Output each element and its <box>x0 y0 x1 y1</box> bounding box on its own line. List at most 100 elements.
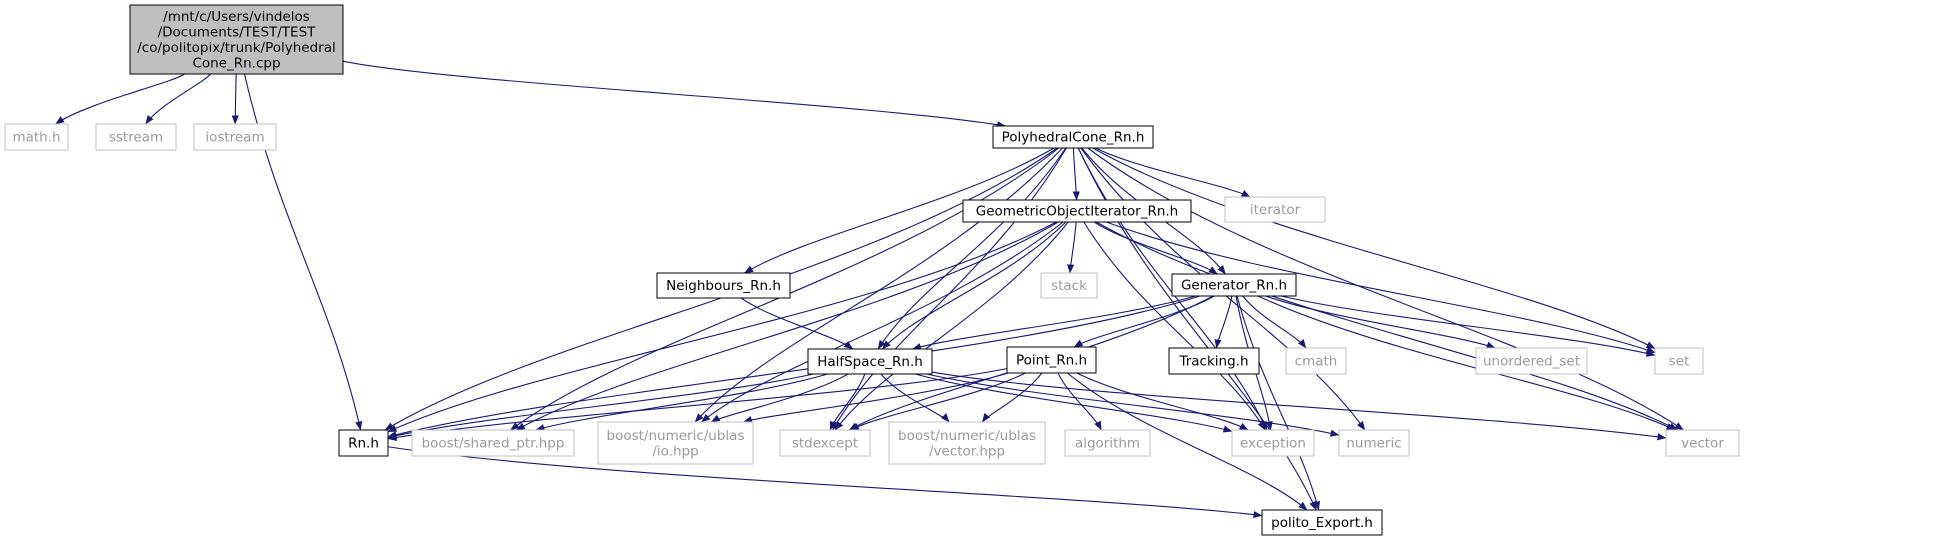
node-label: set <box>1669 354 1690 370</box>
edge-geometricobjectiterator_rn_h-to-boost_io <box>701 221 1064 423</box>
node-box <box>338 429 389 457</box>
node-math-h: math.h <box>4 123 69 151</box>
edge-root-to-iostream <box>231 73 239 125</box>
edge-generator_rn_h-to-rn_h <box>387 295 1201 439</box>
node-box <box>95 123 177 151</box>
node-box <box>1040 272 1098 299</box>
node-vector: vector <box>1665 429 1740 457</box>
node-generator-rn-h[interactable]: Generator_Rn.h <box>1171 273 1297 297</box>
node-label: Cone_Rn.cpp <box>192 55 280 71</box>
edge-polyhedralcone_rn_h-to-geometricobjectiterator_rn_h <box>1072 147 1080 201</box>
edge-polyhedralcone_rn_h-to-set <box>1092 147 1656 350</box>
edge-generator_rn_h-to-tracking_h <box>1214 295 1233 349</box>
node-label: Neighbours_Rn.h <box>666 278 781 294</box>
edge-polyhedralcone_rn_h-to-exception <box>1077 147 1268 431</box>
node-boost-io: boost/numeric/ublas/io.hpp <box>597 421 754 465</box>
node-box <box>1231 429 1315 457</box>
edge-halfspace_rn_h-to-rn_h <box>387 373 814 440</box>
node-root[interactable]: /mnt/c/Users/vindelos/Documents/TEST/TES… <box>129 4 344 75</box>
node-box <box>1064 429 1151 457</box>
node-box <box>193 123 277 151</box>
edges-layer <box>55 60 1684 519</box>
node-label: /io.hpp <box>652 443 698 459</box>
edge-polyhedralcone_rn_h-to-rn_h <box>384 147 1058 431</box>
node-box <box>1338 429 1410 457</box>
node-label: GeometricObjectIterator_Rn.h <box>976 204 1179 220</box>
edge-point_rn_h-to-stdexcept <box>849 372 1026 431</box>
node-boost-vector: boost/numeric/ublas/vector.hpp <box>888 421 1046 465</box>
edge-halfspace_rn_h-to-boost_vector <box>880 373 950 423</box>
node-box <box>1285 347 1347 375</box>
node-label: Rn.h <box>348 436 379 452</box>
edge-root-to-math_h <box>55 73 185 125</box>
node-box <box>411 429 575 457</box>
edge-point_rn_h-to-polito_export_h <box>1067 372 1308 511</box>
node-cmath: cmath <box>1285 347 1347 375</box>
edge-point_rn_h-to-rn_h <box>387 368 1008 441</box>
node-box <box>1171 273 1297 297</box>
node-label: boost/numeric/ublas <box>898 428 1036 444</box>
edge-generator_rn_h-to-polito_export_h <box>1236 295 1320 511</box>
edge-point_rn_h-to-exception <box>1076 372 1249 431</box>
node-label: math.h <box>12 130 60 146</box>
node-label: polito_Export.h <box>1271 515 1373 531</box>
edge-root-to-sstream <box>145 73 211 125</box>
edge-generator_rn_h-to-cmath <box>1242 295 1307 349</box>
node-label: cmath <box>1295 354 1338 370</box>
node-label: Generator_Rn.h <box>1181 278 1287 294</box>
node-halfspace-rn-h[interactable]: HalfSpace_Rn.h <box>807 348 933 375</box>
node-label: /Documents/TEST/TEST <box>158 24 317 40</box>
edge-geometricobjectiterator_rn_h-to-stdexcept <box>834 221 1069 431</box>
node-box <box>1261 509 1383 536</box>
node-algorithm: algorithm <box>1064 429 1151 457</box>
node-polito-export-h[interactable]: polito_Export.h <box>1261 509 1383 536</box>
node-label: stack <box>1051 278 1087 294</box>
node-iostream: iostream <box>193 123 277 151</box>
node-label: exception <box>1240 436 1306 452</box>
node-label: iostream <box>205 130 264 146</box>
node-numeric: numeric <box>1338 429 1410 457</box>
edge-geometricobjectiterator_rn_h-to-vector <box>1096 221 1678 431</box>
node-label: vector <box>1681 436 1724 452</box>
node-box <box>4 123 69 151</box>
edge-geometricobjectiterator_rn_h-to-stack <box>1067 221 1077 274</box>
node-label: numeric <box>1346 436 1401 452</box>
edge-polyhedralcone_rn_h-to-vector <box>1087 147 1684 431</box>
node-label: /vector.hpp <box>929 443 1005 459</box>
node-tracking-h[interactable]: Tracking.h <box>1168 347 1260 375</box>
node-label: boost/numeric/ublas <box>607 428 745 444</box>
edge-halfspace_rn_h-to-numeric <box>926 373 1340 437</box>
node-neighbours-rn-h[interactable]: Neighbours_Rn.h <box>656 272 791 299</box>
edge-polyhedralcone_rn_h-to-iterator <box>1095 147 1251 198</box>
node-rn-h[interactable]: Rn.h <box>338 429 389 457</box>
node-label: PolyhedralCone_Rn.h <box>1002 130 1145 146</box>
edge-point_rn_h-to-boost_io <box>743 372 1009 423</box>
edge-geometricobjectiterator_rn_h-to-rn_h <box>387 221 1057 433</box>
edge-polyhedralcone_rn_h-to-neighbours_rn_h <box>744 147 1055 274</box>
node-box <box>1475 347 1588 375</box>
node-stack: stack <box>1040 272 1098 299</box>
node-sstream: sstream <box>95 123 177 151</box>
node-iterator: iterator <box>1224 196 1326 223</box>
edge-polyhedralcone_rn_h-to-boost_shared_ptr <box>510 147 1060 431</box>
edge-rn_h-to-polito_export_h <box>387 446 1263 519</box>
node-box <box>1665 429 1740 457</box>
node-box <box>807 348 933 375</box>
node-geometricobjectiterator-rn-h[interactable]: GeometricObjectIterator_Rn.h <box>962 199 1192 223</box>
edge-polyhedralcone_rn_h-to-halfspace_rn_h <box>877 147 1067 350</box>
node-box <box>129 4 344 75</box>
node-box <box>1168 347 1260 375</box>
edge-generator_rn_h-to-unordered_set <box>1265 295 1496 349</box>
node-label: unordered_set <box>1483 354 1580 370</box>
node-label: Point_Rn.h <box>1016 353 1087 369</box>
node-box <box>962 199 1192 223</box>
edge-generator_rn_h-to-point_rn_h <box>1073 295 1215 348</box>
edge-halfspace_rn_h-to-exception <box>915 373 1233 433</box>
edge-generator_rn_h-to-set <box>1281 295 1656 357</box>
node-polyhedralcone-rn-h[interactable]: PolyhedralCone_Rn.h <box>992 125 1154 149</box>
node-point-rn-h[interactable]: Point_Rn.h <box>1006 346 1097 374</box>
edge-polyhedralcone_rn_h-to-numeric <box>1080 147 1366 431</box>
node-unordered-set: unordered_set <box>1475 347 1588 375</box>
edge-geometricobjectiterator_rn_h-to-set <box>1106 221 1656 354</box>
